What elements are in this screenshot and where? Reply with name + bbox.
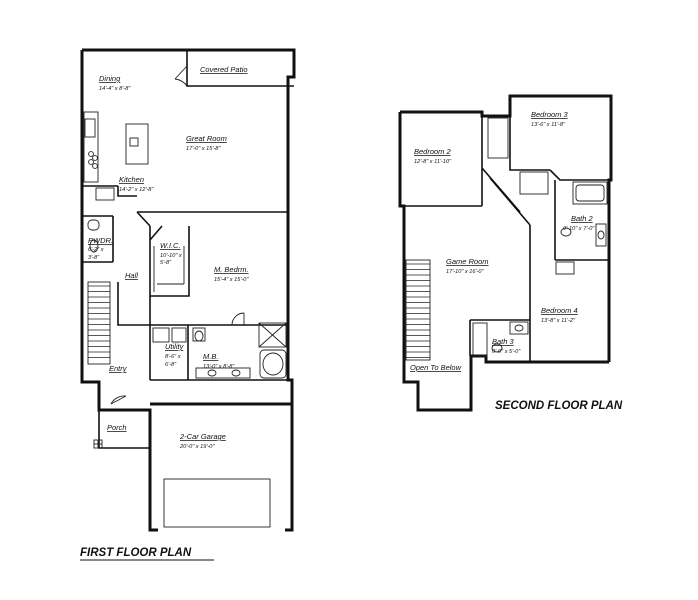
room-dim-dining: 14'-4" x 8'-8" xyxy=(99,86,131,92)
patio-door-swing xyxy=(174,65,188,80)
room-label-wic: W.I.C. xyxy=(160,241,181,250)
hall-diag-2 xyxy=(489,177,531,226)
refrigerator xyxy=(84,118,96,138)
exterior-wall-east xyxy=(285,212,294,532)
pwdr-toilet xyxy=(89,239,99,253)
room-label-bath2: Bath 2 xyxy=(571,214,594,223)
tub xyxy=(259,349,287,379)
kitchen-counter xyxy=(83,111,99,183)
room-dim-wic-2: 5'-8" xyxy=(160,260,172,266)
dryer xyxy=(171,327,187,343)
first-floor-stairs xyxy=(87,281,111,365)
room-label-bedroom4: Bedroom 4 xyxy=(541,306,578,315)
island-sink xyxy=(129,137,139,147)
cooktop xyxy=(88,151,94,157)
room-label-m-bedrm: M. Bedrm. xyxy=(214,265,249,274)
shower xyxy=(258,322,287,348)
room-label-pwdr: PWDR. xyxy=(88,236,113,245)
room-dim-pwdr-2: 3'-8" xyxy=(88,255,100,261)
bath3-vanity xyxy=(509,321,529,335)
room-dim-m-bedrm: 15'-4" x 15'-0" xyxy=(214,277,249,283)
exterior-wall-north-east xyxy=(82,48,296,212)
room-label-game-room: Game Room xyxy=(446,257,489,266)
room-dim-bedroom3: 13'-6" x 11'-8" xyxy=(531,122,566,128)
room-label-open-to-below: Open To Below xyxy=(410,363,462,372)
room-label-garage: 2-Car Garage xyxy=(179,432,226,441)
bedroom3-south-wall xyxy=(509,96,550,171)
room-label-utility: Utility xyxy=(165,342,185,351)
bath2-toilet xyxy=(560,227,572,237)
second-floor-stairs xyxy=(405,259,431,361)
room-label-porch: Porch xyxy=(107,423,127,432)
room-label-dining: Dining xyxy=(99,74,121,83)
room-dim-pwdr-1: 6'-2" x xyxy=(88,247,104,253)
room-dim-wic-1: 10'-10" x xyxy=(160,253,182,259)
bath2-vanity xyxy=(595,223,607,247)
room-dim-kitchen: 14'-2" x 12'-8" xyxy=(119,187,154,193)
room-label-covered-patio: Covered Patio xyxy=(200,65,248,74)
entry-door xyxy=(110,395,127,405)
room-dim-great-room: 17'-0" x 15'-8" xyxy=(186,146,221,152)
linen-closet xyxy=(555,261,575,275)
stair-treads-2f xyxy=(406,263,430,358)
room-dim-game-room: 17'-10" x 16'-0" xyxy=(446,269,485,275)
room-label-great-room: Great Room xyxy=(186,134,227,143)
room-label-kitchen: Kitchen xyxy=(119,175,144,184)
garage-door xyxy=(163,478,271,528)
bedroom2-closet xyxy=(487,117,509,159)
room-dim-bath3: 0'-0" x 5'-0" xyxy=(492,349,521,355)
room-label-bedroom2: Bedroom 2 xyxy=(414,147,452,156)
kitchen-island xyxy=(125,123,149,165)
second-floor-title: SECOND FLOOR PLAN xyxy=(495,400,623,412)
washer xyxy=(152,327,170,343)
bath3-tub xyxy=(472,322,488,357)
bath-door-swing xyxy=(231,312,245,326)
room-dim-bedroom4: 13'-8" x 11'-2" xyxy=(541,318,576,324)
stair-treads xyxy=(88,285,110,358)
pantry xyxy=(95,187,115,201)
room-label-mb: M.B. xyxy=(203,352,218,361)
first-floor-title: FIRST FLOOR PLAN xyxy=(80,547,192,559)
room-dim-bath2: 9'-10" x 7'-0" xyxy=(563,226,595,232)
bath3-toilet xyxy=(491,343,503,353)
room-label-bath3: Bath 3 xyxy=(492,337,515,346)
room-dim-utility-2: 6'-8" xyxy=(165,362,177,368)
first-floor-plan xyxy=(80,48,296,532)
room-label-bedroom3: Bedroom 3 xyxy=(531,110,569,119)
second-floor-plan xyxy=(398,94,613,412)
room-dim-garage: 20'-0" x 19'-0" xyxy=(179,444,215,450)
room-label-entry: Entry xyxy=(109,364,128,373)
room-dim-utility-1: 8'-6" x xyxy=(165,354,181,360)
wic-walls xyxy=(149,226,190,297)
pwdr-sink xyxy=(87,219,100,231)
bedroom3-closet xyxy=(519,171,549,195)
hall-wall xyxy=(117,282,150,326)
room-label-hall: Hall xyxy=(125,271,138,280)
room-dim-bedroom2: 12'-8" x 11'-10" xyxy=(414,159,452,165)
bath2-tub xyxy=(572,181,608,205)
room-dim-mb: 13'-0" x 8'-8" xyxy=(203,364,235,370)
double-vanity xyxy=(195,367,251,379)
